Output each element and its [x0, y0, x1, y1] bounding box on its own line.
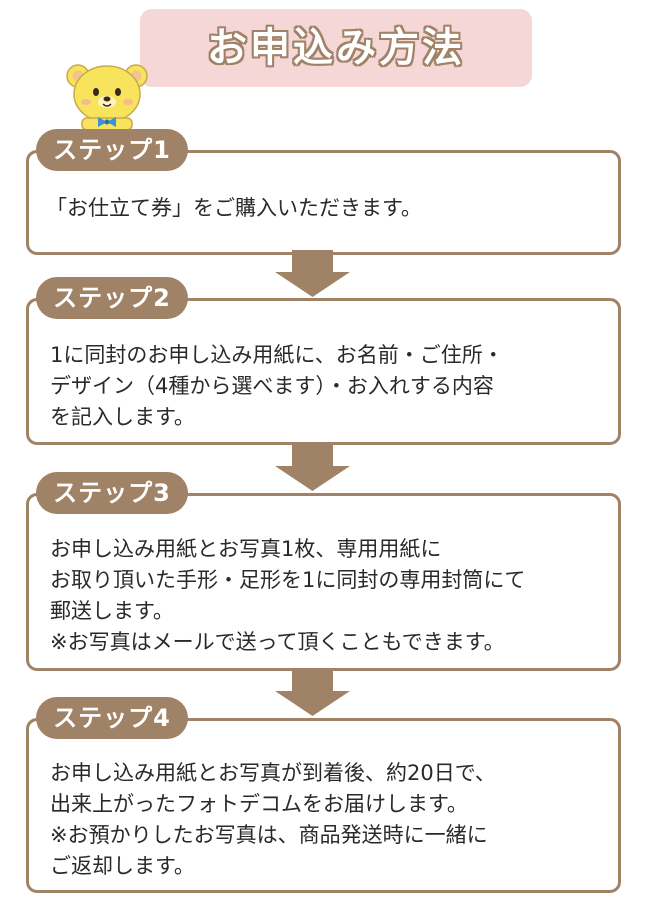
step-2-line-3: を記入します。: [50, 405, 195, 429]
step-4-label: ステップ4: [36, 697, 188, 739]
step-2-box: [26, 298, 621, 445]
step-4-line-3: ※お預かりしたお写真は、商品発送時に一緒に: [50, 823, 488, 847]
step-4-line-1: お申し込み用紙とお写真が到着後、約20日で、: [50, 761, 496, 785]
step-3-line-3: 郵送します。: [50, 599, 174, 623]
step-2-label: ステップ2: [36, 277, 188, 319]
step-3-line-2: お取り頂いた手形・足形を1に同封の専用封筒にて: [50, 568, 526, 592]
down-arrow-icon: [275, 250, 350, 297]
step-2-line-1: 1に同封のお申し込み用紙に、お名前・ご住所・: [50, 343, 504, 367]
step-4-line-2: 出来上がったフォトデコムをお届けします。: [50, 792, 468, 816]
bear-mascot-icon: [66, 64, 148, 130]
page-title: お申込み方法: [207, 25, 465, 71]
step-1-label: ステップ1: [36, 129, 188, 171]
down-arrow-icon: [275, 669, 350, 716]
title-banner: お申込み方法: [140, 9, 532, 87]
step-4-box: [26, 718, 621, 893]
step-3-line-4: ※お写真はメールで送って頂くこともできます。: [50, 630, 505, 654]
step-4-line-4: ご返却します。: [50, 854, 195, 878]
step-1-line-1: 「お仕立て券」をご購入いただきます。: [46, 196, 422, 220]
step-2-line-2: デザイン（4種から選べます）・お入れする内容: [50, 374, 494, 398]
step-3-label: ステップ3: [36, 472, 188, 514]
step-3-line-1: お申し込み用紙とお写真1枚、専用用紙に: [50, 537, 442, 561]
down-arrow-icon: [275, 444, 350, 491]
